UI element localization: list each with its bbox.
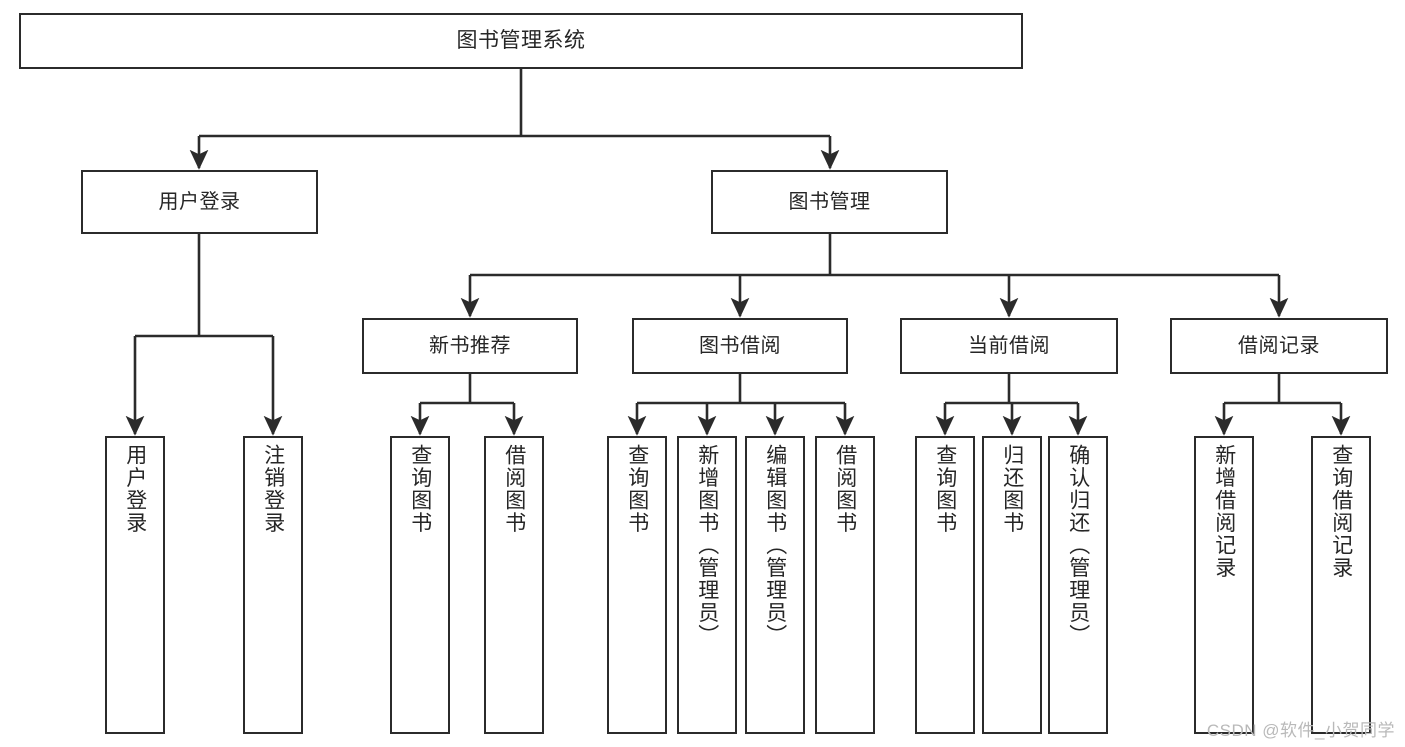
node-book-management[interactable]: 图书管理 bbox=[711, 170, 948, 234]
leaf-current-borrow-confirm-return[interactable]: 确认归还（管理员） bbox=[1048, 436, 1108, 734]
leaf-book-borrow-add[interactable]: 新增图书（管理员） bbox=[677, 436, 737, 734]
leaf-new-book-query-label: 查询图书 bbox=[408, 444, 432, 534]
leaf-book-borrow-borrow-label: 借阅图书 bbox=[833, 444, 857, 534]
leaf-book-borrow-query[interactable]: 查询图书 bbox=[607, 436, 667, 734]
leaf-borrow-record-add-label: 新增借阅记录 bbox=[1212, 444, 1236, 579]
leaf-borrow-record-query[interactable]: 查询借阅记录 bbox=[1311, 436, 1371, 734]
leaf-new-book-query[interactable]: 查询图书 bbox=[390, 436, 450, 734]
node-user-login[interactable]: 用户登录 bbox=[81, 170, 318, 234]
leaf-borrow-record-add[interactable]: 新增借阅记录 bbox=[1194, 436, 1254, 734]
leaf-book-borrow-edit[interactable]: 编辑图书（管理员） bbox=[745, 436, 805, 734]
leaf-book-borrow-edit-label: 编辑图书（管理员） bbox=[763, 444, 787, 647]
leaf-borrow-record-query-label: 查询借阅记录 bbox=[1329, 444, 1353, 579]
node-book-management-label: 图书管理 bbox=[788, 190, 871, 213]
leaf-book-borrow-borrow[interactable]: 借阅图书 bbox=[815, 436, 875, 734]
leaf-current-borrow-return-label: 归还图书 bbox=[1000, 444, 1024, 534]
node-new-book-recommend[interactable]: 新书推荐 bbox=[362, 318, 578, 374]
leaf-current-borrow-return[interactable]: 归还图书 bbox=[982, 436, 1042, 734]
node-book-borrow-label: 图书借阅 bbox=[699, 334, 781, 357]
node-borrow-record-label: 借阅记录 bbox=[1238, 334, 1320, 357]
leaf-user-login-signout[interactable]: 注销登录 bbox=[243, 436, 303, 734]
leaf-user-login-signout-label: 注销登录 bbox=[261, 444, 285, 534]
leaf-new-book-borrow-label: 借阅图书 bbox=[502, 444, 526, 534]
node-current-borrow[interactable]: 当前借阅 bbox=[900, 318, 1118, 374]
leaf-user-login-signin[interactable]: 用户登录 bbox=[105, 436, 165, 734]
node-new-book-recommend-label: 新书推荐 bbox=[429, 334, 511, 357]
node-user-login-label: 用户登录 bbox=[158, 190, 241, 213]
leaf-book-borrow-query-label: 查询图书 bbox=[625, 444, 649, 534]
leaf-new-book-borrow[interactable]: 借阅图书 bbox=[484, 436, 544, 734]
leaf-current-borrow-query[interactable]: 查询图书 bbox=[915, 436, 975, 734]
leaf-book-borrow-add-label: 新增图书（管理员） bbox=[695, 444, 719, 647]
node-borrow-record[interactable]: 借阅记录 bbox=[1170, 318, 1388, 374]
leaf-user-login-signin-label: 用户登录 bbox=[123, 444, 147, 534]
node-current-borrow-label: 当前借阅 bbox=[968, 334, 1050, 357]
node-root-label: 图书管理系统 bbox=[456, 29, 586, 53]
node-book-borrow[interactable]: 图书借阅 bbox=[632, 318, 848, 374]
leaf-current-borrow-query-label: 查询图书 bbox=[933, 444, 957, 534]
node-root[interactable]: 图书管理系统 bbox=[19, 13, 1023, 69]
leaf-current-borrow-confirm-return-label: 确认归还（管理员） bbox=[1066, 444, 1090, 647]
